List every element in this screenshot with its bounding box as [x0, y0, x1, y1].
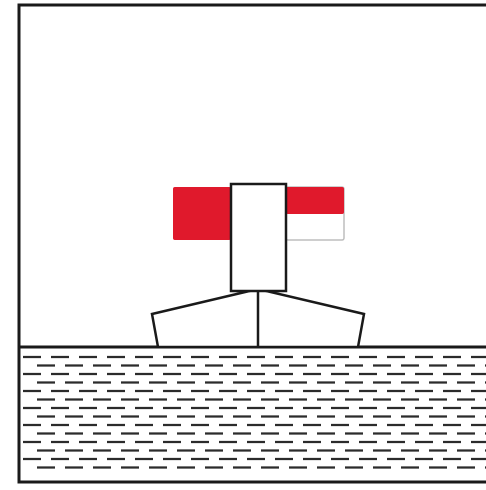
vessel-mast [231, 184, 286, 291]
starboard-sidelight-red [286, 187, 344, 214]
port-sidelight [173, 187, 231, 240]
water-area [19, 347, 486, 468]
